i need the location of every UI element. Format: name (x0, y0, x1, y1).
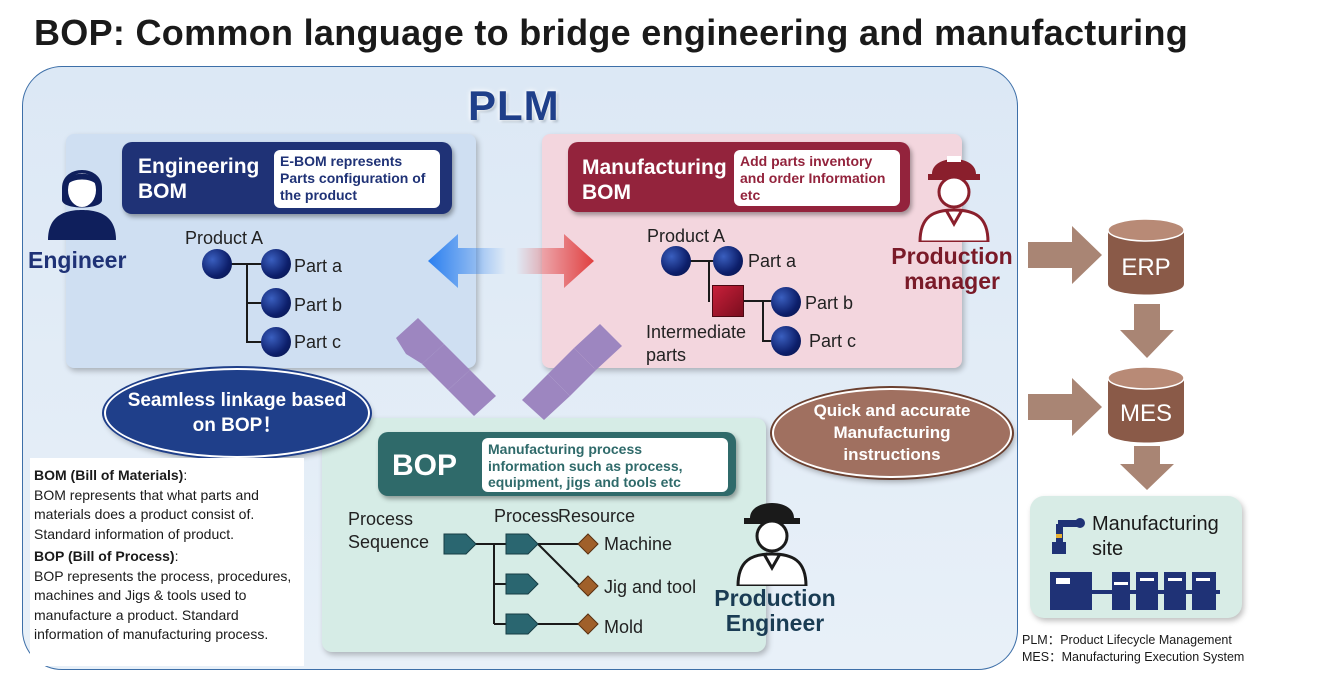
eng-part-node (261, 327, 291, 357)
production-engineer-line2: Engineer (725, 610, 825, 636)
legend-bom-text: BOM represents that what parts and mater… (34, 486, 259, 542)
quick-line2: Manufacturing (833, 423, 951, 442)
arrow-down-icon (1120, 446, 1174, 490)
engineering-bom-header: Engineering BOM E-BOM represents Parts c… (122, 142, 452, 214)
mfg-product-label: Product A (647, 226, 726, 246)
manufacturing-bom-title-line1: Manufacturing (582, 156, 727, 179)
quick-line3: instructions (843, 445, 941, 464)
production-engineer-icon (736, 503, 808, 586)
erp-label: ERP (1121, 254, 1171, 281)
manufacturing-site-line2: site (1092, 538, 1124, 560)
bop-header: BOP Manufacturing process information su… (378, 432, 736, 496)
intermediate-parts-label: Intermediate parts (646, 321, 746, 367)
engineering-bom-title-line1: Engineering (138, 155, 260, 178)
engineer-label: Engineer (28, 247, 127, 273)
legend-bop-title: BOP (Bill of Process) (34, 548, 175, 564)
manufacturing-site-line1: Manufacturing (1092, 513, 1219, 535)
seamless-line1: Seamless linkage based (127, 390, 347, 411)
mfg-product-node (661, 246, 691, 276)
production-engineer-label: Production Engineer (700, 586, 850, 636)
page-title: BOP: Common language to bridge engineeri… (34, 12, 1189, 53)
manufacturing-bom-note: Add parts inventory and order Informatio… (734, 150, 900, 206)
erp-database-icon (1107, 218, 1185, 295)
production-manager-line1: Production (891, 243, 1013, 269)
arrow-right-icon (1028, 226, 1102, 284)
eng-part-node (261, 249, 291, 279)
engineer-person-icon (48, 170, 116, 240)
mfg-tree-line (762, 340, 776, 342)
manufacturing-bom-title-line2: BOM (582, 181, 631, 204)
seamless-line2: on BOP！ (192, 415, 282, 436)
process-sequence-line1: Process (348, 509, 414, 529)
legend-bom-colon: : (183, 467, 188, 483)
mfg-tree-line (690, 260, 724, 262)
mfg-tree-line (762, 300, 764, 342)
mfg-part-node (771, 287, 801, 317)
production-engineer-line1: Production (714, 585, 836, 611)
chevron-down-right-icon (396, 318, 496, 416)
eng-part-node (261, 288, 291, 318)
legend-box: BOM (Bill of Materials): BOM represents … (30, 458, 304, 666)
eng-tree-line (246, 341, 264, 343)
engineering-bom-title-line2: BOM (138, 180, 187, 203)
intermediate-line2: parts (646, 345, 687, 365)
eng-part-label: Part b (294, 295, 343, 315)
mfg-tree-line (730, 300, 776, 302)
manufacturing-bom-header: Manufacturing BOM Add parts inventory an… (568, 142, 910, 212)
legend-bop-text: BOP represents the process, procedures, … (34, 567, 292, 643)
mfg-part-node (713, 246, 743, 276)
eng-product-label: Product A (185, 228, 264, 248)
production-manager-label: Production manager (882, 244, 1022, 294)
process-sequence-line2: Sequence (348, 532, 430, 552)
eng-part-label: Part c (294, 332, 342, 352)
intermediate-part-node (712, 285, 744, 317)
bop-note: Manufacturing process information such a… (482, 438, 728, 492)
robot-arm-icon (1052, 518, 1085, 554)
process-sequence-label: Process Sequence (348, 508, 429, 554)
quick-instructions-callout: Quick and accurate Manufacturing instruc… (772, 388, 1012, 478)
mes-database-icon (1107, 366, 1185, 443)
production-manager-icon (918, 156, 990, 242)
plm-label: PLM (468, 82, 560, 129)
mfg-tree-line (708, 260, 710, 302)
abbreviation-mes: MES：Manufacturing Execution System (1022, 650, 1245, 664)
mfg-part-label: Part c (809, 331, 857, 351)
mfg-part-label: Part b (805, 293, 854, 313)
bidirectional-arrow-icon (428, 234, 594, 288)
eng-product-node (202, 249, 232, 279)
mfg-part-label: Part a (748, 251, 797, 271)
arrow-down-icon (1120, 304, 1174, 358)
resource-machine-label: Machine (604, 534, 673, 554)
chevron-up-right-icon (522, 324, 622, 420)
resource-jig-label: Jig and tool (604, 577, 697, 597)
abbreviation-plm: PLM：Product Lifecycle Management (1022, 633, 1232, 647)
bop-title: BOP (392, 449, 458, 482)
quick-line1: Quick and accurate (813, 401, 971, 420)
legend-bop-colon: : (174, 548, 179, 564)
production-line-icon (1050, 572, 1220, 610)
legend-bom-title: BOM (Bill of Materials) (34, 467, 184, 483)
mfg-part-node (771, 326, 801, 356)
process-label: Process (494, 506, 560, 526)
production-manager-line2: manager (904, 268, 1000, 294)
resource-label: Resource (558, 506, 636, 526)
engineering-bom-note: E-BOM represents Parts configuration of … (274, 150, 440, 208)
eng-tree-line (246, 302, 264, 304)
seamless-linkage-callout: Seamless linkage based on BOP！ (104, 368, 370, 458)
manufacturing-site-label: Manufacturing site (1092, 512, 1219, 562)
intermediate-line1: Intermediate (646, 322, 747, 342)
arrow-right-icon (1028, 378, 1102, 436)
bop-process-tree (443, 533, 599, 635)
mes-label: MES (1119, 400, 1172, 427)
resource-mold-label: Mold (604, 617, 644, 637)
eng-part-label: Part a (294, 256, 343, 276)
